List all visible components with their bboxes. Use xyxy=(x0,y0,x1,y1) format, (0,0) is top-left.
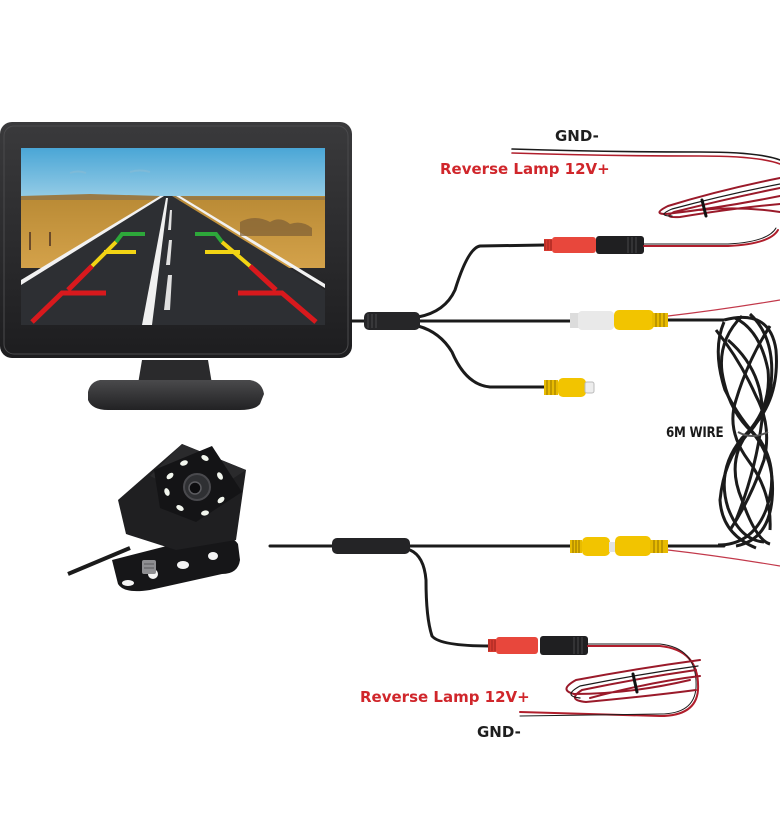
monitor-stand-neck xyxy=(138,360,212,384)
top-power-lead xyxy=(511,148,780,247)
dc-plug-red-bottom xyxy=(496,637,538,654)
label-reverse-lamp-top: Reverse Lamp 12V+ xyxy=(440,160,610,178)
guide-green-right xyxy=(195,232,224,244)
dc-jack-black-bottom xyxy=(540,636,588,655)
guide-yellow-right xyxy=(205,240,252,268)
led xyxy=(217,472,223,480)
bottom-power-lead xyxy=(519,643,701,718)
camera-cable xyxy=(67,546,131,576)
rear-camera xyxy=(67,444,246,592)
bottom-power-connector xyxy=(488,636,588,655)
led xyxy=(217,496,225,504)
monitor-stand-base xyxy=(88,380,264,410)
harness-branch-power xyxy=(416,243,547,319)
camera-power-branch xyxy=(408,548,495,648)
guide-green-left xyxy=(114,232,145,244)
rca-yellow-plug xyxy=(614,310,654,330)
monitor xyxy=(0,122,352,410)
monitor-harness xyxy=(350,243,572,389)
camera-bracket xyxy=(112,535,240,592)
guide-red-right xyxy=(238,264,318,324)
wire-coil xyxy=(714,312,778,550)
led xyxy=(201,455,209,461)
lead-coil-top xyxy=(658,177,780,219)
rca-yellow-female xyxy=(558,378,586,397)
camera-harness-junction xyxy=(332,538,410,554)
label-reverse-lamp-bottom: Reverse Lamp 12V+ xyxy=(360,688,530,706)
lead-coil-bottom xyxy=(565,659,701,704)
label-gnd-top: GND- xyxy=(555,127,599,145)
lead-end-gnd-top xyxy=(511,148,780,161)
camera-leds xyxy=(164,455,225,516)
led xyxy=(164,488,170,496)
rca-yellow-plug-b xyxy=(615,536,651,556)
dc-plug-red xyxy=(552,237,596,253)
camera-harness xyxy=(268,544,726,648)
guide-red-left xyxy=(30,264,106,324)
rca-white-plug xyxy=(578,311,614,330)
aux-rca-connector xyxy=(544,378,595,397)
led xyxy=(180,460,188,466)
label-6m-wire: 6M WIRE xyxy=(666,425,724,441)
parking-guide-lines xyxy=(30,232,318,324)
led xyxy=(201,510,209,516)
harness-branch-aux xyxy=(416,324,547,389)
label-gnd-bottom: GND- xyxy=(477,723,521,741)
rca-yellow-plug-a xyxy=(582,537,610,556)
top-power-connector xyxy=(544,236,644,254)
lead-end-rev-top xyxy=(511,152,780,165)
dc-jack-black xyxy=(596,236,644,254)
bottom-rca-connector xyxy=(570,536,668,556)
harness-junction xyxy=(364,312,420,330)
led xyxy=(166,472,174,480)
monitor-screen xyxy=(21,148,325,325)
bracket-screw xyxy=(142,560,156,574)
guide-yellow-left xyxy=(90,240,136,268)
led xyxy=(176,505,184,511)
top-rca-connector xyxy=(570,310,668,330)
